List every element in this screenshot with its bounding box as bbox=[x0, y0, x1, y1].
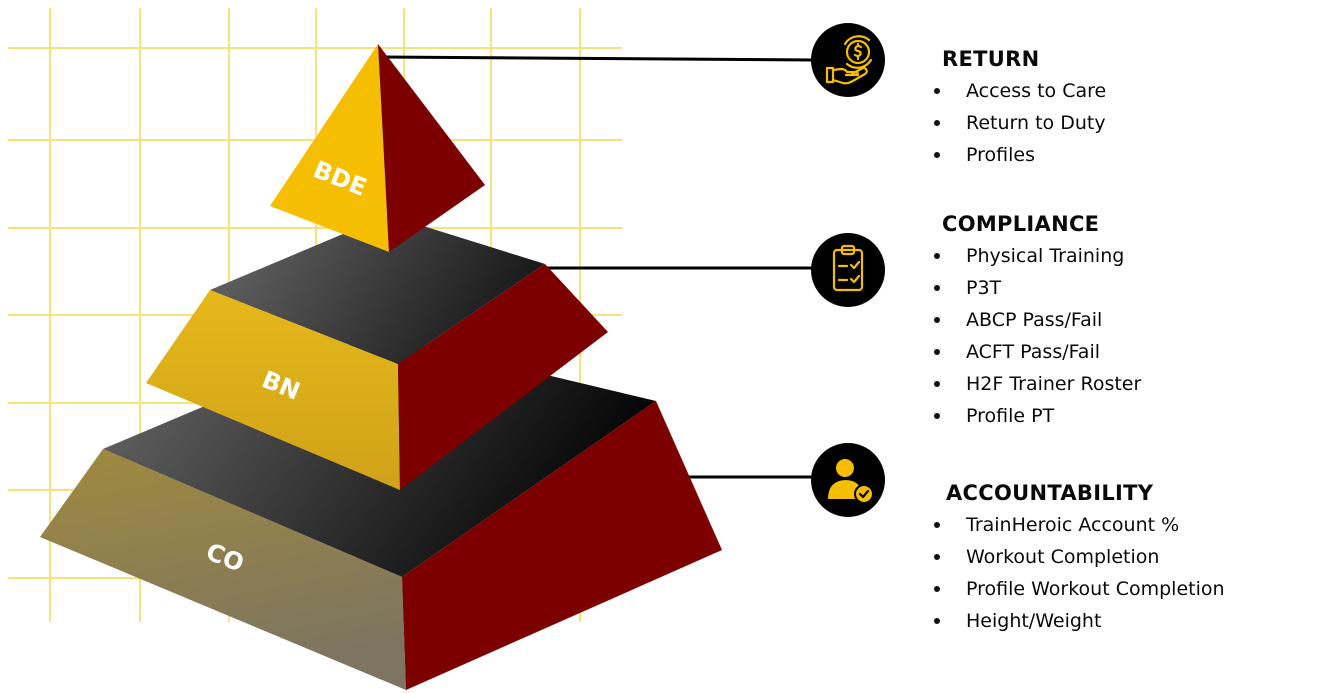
section-return: RETURN Access to Care Return to Duty Pro… bbox=[930, 47, 1106, 171]
list-item: Physical Training bbox=[930, 240, 1141, 272]
clipboard-checklist-icon bbox=[811, 233, 885, 307]
pyramid-level-bde: BDE bbox=[270, 44, 485, 252]
co-right-face bbox=[402, 401, 722, 690]
user-check-icon bbox=[811, 443, 885, 517]
co-front-face bbox=[40, 449, 406, 690]
section-compliance: COMPLIANCE Physical Training P3T ABCP Pa… bbox=[930, 212, 1141, 432]
section-title-compliance: COMPLIANCE bbox=[942, 212, 1100, 236]
section-list-return: Access to Care Return to Duty Profiles bbox=[930, 75, 1106, 171]
section-accountability: ACCOUNTABILITY TrainHeroic Account % Wor… bbox=[930, 481, 1225, 637]
section-list-compliance: Physical Training P3T ABCP Pass/Fail ACF… bbox=[930, 240, 1141, 432]
bde-left-face bbox=[270, 44, 389, 252]
list-item: Profiles bbox=[930, 139, 1106, 171]
list-item: P3T bbox=[930, 272, 1141, 304]
list-item: Workout Completion bbox=[930, 541, 1225, 573]
connector-return bbox=[379, 55, 813, 62]
section-title-accountability: ACCOUNTABILITY bbox=[946, 481, 1154, 505]
bn-front-face bbox=[146, 290, 400, 490]
list-item: ACFT Pass/Fail bbox=[930, 336, 1141, 368]
section-title-return: RETURN bbox=[942, 47, 1040, 71]
list-item: H2F Trainer Roster bbox=[930, 368, 1141, 400]
bn-right-face bbox=[398, 264, 608, 490]
list-item: Profile Workout Completion bbox=[930, 573, 1225, 605]
money-hand-icon bbox=[811, 23, 885, 97]
list-item: Height/Weight bbox=[930, 605, 1225, 637]
list-item: Profile PT bbox=[930, 400, 1141, 432]
pyramid-level-bn: BN bbox=[146, 215, 608, 490]
list-item: Return to Duty bbox=[930, 107, 1106, 139]
list-item: Access to Care bbox=[930, 75, 1106, 107]
section-list-accountability: TrainHeroic Account % Workout Completion… bbox=[930, 509, 1225, 637]
list-item: ABCP Pass/Fail bbox=[930, 304, 1141, 336]
bde-right-face bbox=[378, 44, 485, 252]
list-item: TrainHeroic Account % bbox=[930, 509, 1225, 541]
bn-top-face bbox=[210, 215, 545, 364]
